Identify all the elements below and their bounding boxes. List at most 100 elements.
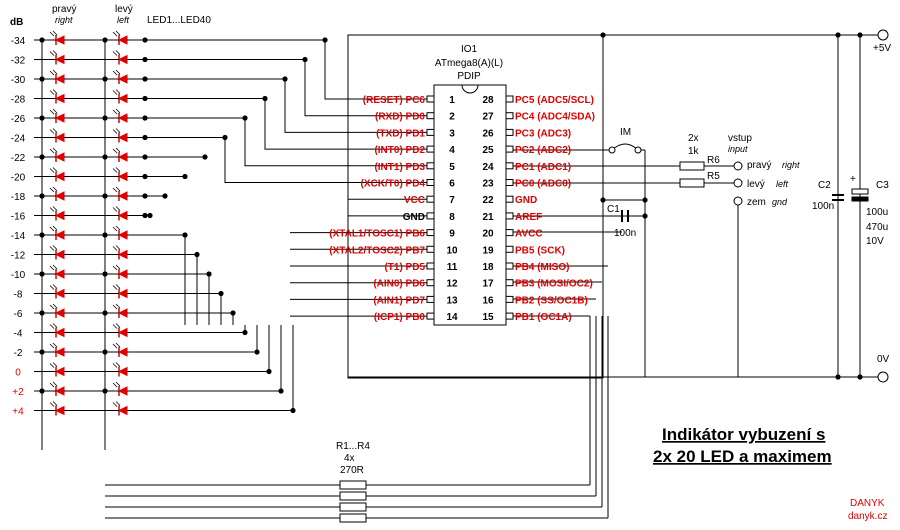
pin-pad	[505, 229, 514, 237]
input-terminal	[733, 196, 743, 206]
led-ray	[115, 362, 121, 367]
c2-label: C2	[818, 180, 831, 191]
db-level-label: -34	[11, 36, 26, 47]
c2-value: 100n	[812, 201, 834, 212]
led-icon	[54, 74, 65, 84]
resistor-array	[339, 491, 367, 501]
pin-number: 12	[446, 279, 458, 290]
led-ray	[52, 206, 58, 211]
led-ray	[112, 51, 118, 56]
pin-pad	[426, 212, 435, 220]
input-gnd-label: zem	[747, 197, 766, 208]
led-ray	[112, 109, 118, 115]
led-ray	[52, 69, 58, 75]
led-icon	[54, 35, 65, 45]
junction	[194, 251, 200, 258]
led-ray	[115, 303, 121, 309]
led-ray	[52, 225, 58, 231]
junction	[230, 310, 236, 316]
junction	[147, 212, 153, 219]
input-left-label-en: left	[776, 179, 789, 189]
led-icon	[54, 249, 65, 260]
switch-contact	[634, 146, 642, 154]
led-icon	[54, 152, 65, 162]
r5-label: R5	[707, 171, 720, 182]
resistor-r5	[679, 178, 705, 188]
pin-pad	[505, 128, 514, 136]
right-column-label: pravý	[52, 4, 76, 15]
res-value-label: 1k	[688, 146, 700, 157]
db-level-label: -14	[11, 231, 26, 242]
pin-pad	[426, 195, 435, 203]
led-ray	[52, 342, 58, 348]
wire	[224, 137, 348, 183]
led-icon	[117, 35, 128, 45]
junction	[162, 193, 168, 199]
title-line-2: 2x 20 LED a maximem	[653, 447, 832, 466]
db-level-label: -4	[14, 329, 23, 340]
led-ray	[52, 401, 58, 406]
pin-pad	[505, 245, 514, 253]
led-icon	[54, 405, 65, 416]
pin-pad	[426, 95, 435, 103]
led-ray	[52, 381, 58, 387]
led-ray	[115, 245, 121, 250]
gnd-label: 0V	[877, 354, 890, 365]
led-ray	[112, 168, 118, 173]
led-ray	[112, 148, 118, 154]
pin-label: GND	[403, 212, 425, 223]
pin-pad	[505, 279, 514, 287]
pin-label: (RESET) PC6	[363, 95, 426, 106]
left-column-label: levý	[115, 4, 133, 15]
pin-number: 14	[446, 312, 458, 323]
ic-ref: IO1	[461, 44, 478, 55]
led-icon	[117, 93, 128, 104]
pin-pad	[426, 295, 435, 303]
led-ray	[115, 342, 121, 348]
input-label: vstup	[728, 133, 752, 144]
led-matrix: -34-32-30-28-26-24-22-20-18-16-14-12-10-…	[11, 30, 145, 418]
junction	[266, 368, 272, 375]
c1-label: C1	[607, 204, 620, 215]
pin-label: (ICP1) PB0	[374, 312, 426, 323]
pin-pad	[505, 179, 514, 186]
wire	[284, 79, 348, 133]
vcc-label: +5V	[873, 43, 891, 54]
led-ray	[49, 382, 55, 388]
pin-number: 23	[482, 179, 494, 190]
led-ray	[115, 401, 121, 406]
pin-pad	[505, 262, 514, 270]
led-icon	[54, 132, 65, 143]
led-ray	[52, 89, 58, 94]
led-ray	[115, 147, 121, 153]
pin-pad	[505, 162, 514, 170]
pin-label: (AIN1) PD7	[373, 295, 425, 306]
led-ray	[49, 265, 55, 271]
led-ray	[112, 402, 118, 407]
pin-pad	[505, 145, 514, 153]
led-ray	[115, 89, 121, 94]
input-right-label-en: right	[782, 160, 800, 170]
led-ray	[49, 304, 55, 310]
led-ray	[112, 324, 118, 329]
pin-pad	[505, 295, 514, 303]
pin-pad	[505, 212, 514, 220]
led-ray	[52, 128, 58, 133]
pin-number: 3	[449, 128, 455, 139]
pin-number: 7	[449, 195, 455, 206]
pin-number: 5	[449, 162, 455, 173]
pin-pad	[505, 112, 514, 120]
led-ray	[115, 50, 121, 55]
pin-number: 10	[446, 245, 458, 256]
left-column-label-en: left	[117, 15, 130, 25]
led-ray	[112, 265, 118, 271]
pin-number: 27	[482, 112, 494, 123]
c3-value-2: 470u	[866, 222, 888, 233]
pin-number: 21	[482, 212, 494, 223]
led-ray	[115, 69, 121, 75]
pin-number: 13	[446, 295, 458, 306]
led-ray	[49, 70, 55, 76]
led-ray	[52, 362, 58, 367]
wire	[324, 40, 348, 100]
